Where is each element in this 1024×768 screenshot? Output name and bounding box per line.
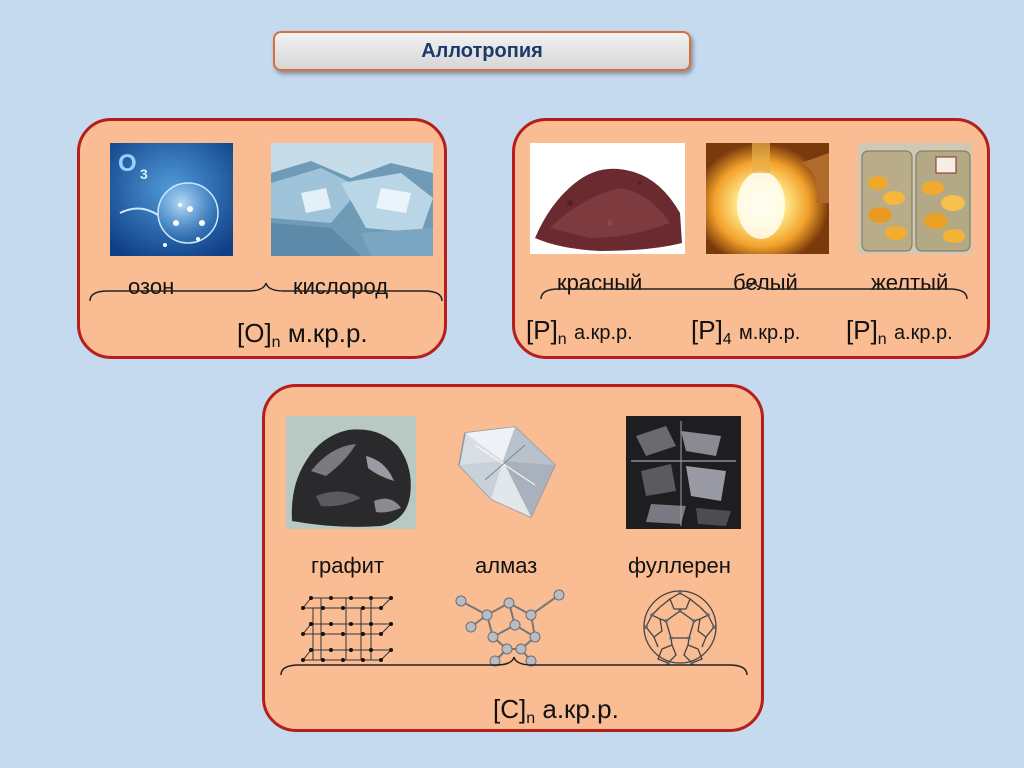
carbon-formula-element: [C] <box>493 694 527 724</box>
diamond-image <box>455 425 559 521</box>
white-phosphorus-formula: [P]4 м.кр.р. <box>691 315 800 349</box>
white-phosphorus-label: белый <box>733 270 798 295</box>
oxygen-formula-element: [O] <box>237 318 272 348</box>
oxygen-formula-note: м.кр.р. <box>287 318 368 348</box>
oxygen-ice-image <box>271 143 433 256</box>
oxygen-label: кислород <box>293 274 389 299</box>
yellow-formula-subscript: n <box>877 331 887 348</box>
oxygen-formula: [O]n м.кр.р. <box>237 318 368 352</box>
yellow-phosphorus-formula: [P]n а.кр.р. <box>846 315 953 349</box>
red-formula-element: [P] <box>526 315 558 345</box>
yellow-formula-element: [P] <box>846 315 878 345</box>
white-formula-element: [P] <box>691 315 723 345</box>
graphite-structure-diagram <box>301 596 393 662</box>
yellow-phosphorus-label: желтый <box>871 270 949 295</box>
red-formula-subscript: n <box>557 331 567 348</box>
svg-text:3: 3 <box>140 166 148 182</box>
ozone-label: озон <box>128 274 175 299</box>
oxygen-panel: O 3 озон кислород [O]n м.кр.р. <box>77 118 447 359</box>
ozone-image: O 3 <box>110 143 233 256</box>
carbon-formula: [C]n а.кр.р. <box>493 694 619 728</box>
red-phosphorus-image <box>530 143 685 254</box>
fullerene-structure-diagram <box>643 590 717 665</box>
oxygen-formula-subscript: n <box>271 334 281 351</box>
yellow-phosphorus-image <box>858 143 972 254</box>
white-formula-note: м.кр.р. <box>738 322 801 344</box>
svg-text:O: O <box>118 150 137 177</box>
red-phosphorus-label: красный <box>557 270 643 295</box>
yellow-formula-note: а.кр.р. <box>893 322 953 344</box>
red-formula-note: а.кр.р. <box>573 322 633 344</box>
diamond-structure-diagram <box>455 589 565 667</box>
oxygen-brace <box>89 282 443 302</box>
graphite-image <box>286 416 416 529</box>
red-phosphorus-formula: [P]n а.кр.р. <box>526 315 633 349</box>
phosphorus-brace <box>540 280 968 300</box>
slide-title: Аллотропия <box>273 31 691 71</box>
graphite-label: графит <box>311 553 384 578</box>
white-formula-subscript: 4 <box>722 331 732 348</box>
carbon-formula-note: а.кр.р. <box>542 694 619 724</box>
diamond-label: алмаз <box>475 553 538 578</box>
carbon-brace <box>280 656 748 676</box>
white-phosphorus-image <box>706 143 829 254</box>
carbon-formula-subscript: n <box>526 710 536 727</box>
carbon-panel: графит алмаз фуллерен <box>262 384 764 732</box>
phosphorus-panel: красный белый желтый [P]n а.кр.р. [P]4 м… <box>512 118 990 359</box>
fullerene-label: фуллерен <box>628 553 731 578</box>
fullerene-crystal-image <box>626 416 741 529</box>
